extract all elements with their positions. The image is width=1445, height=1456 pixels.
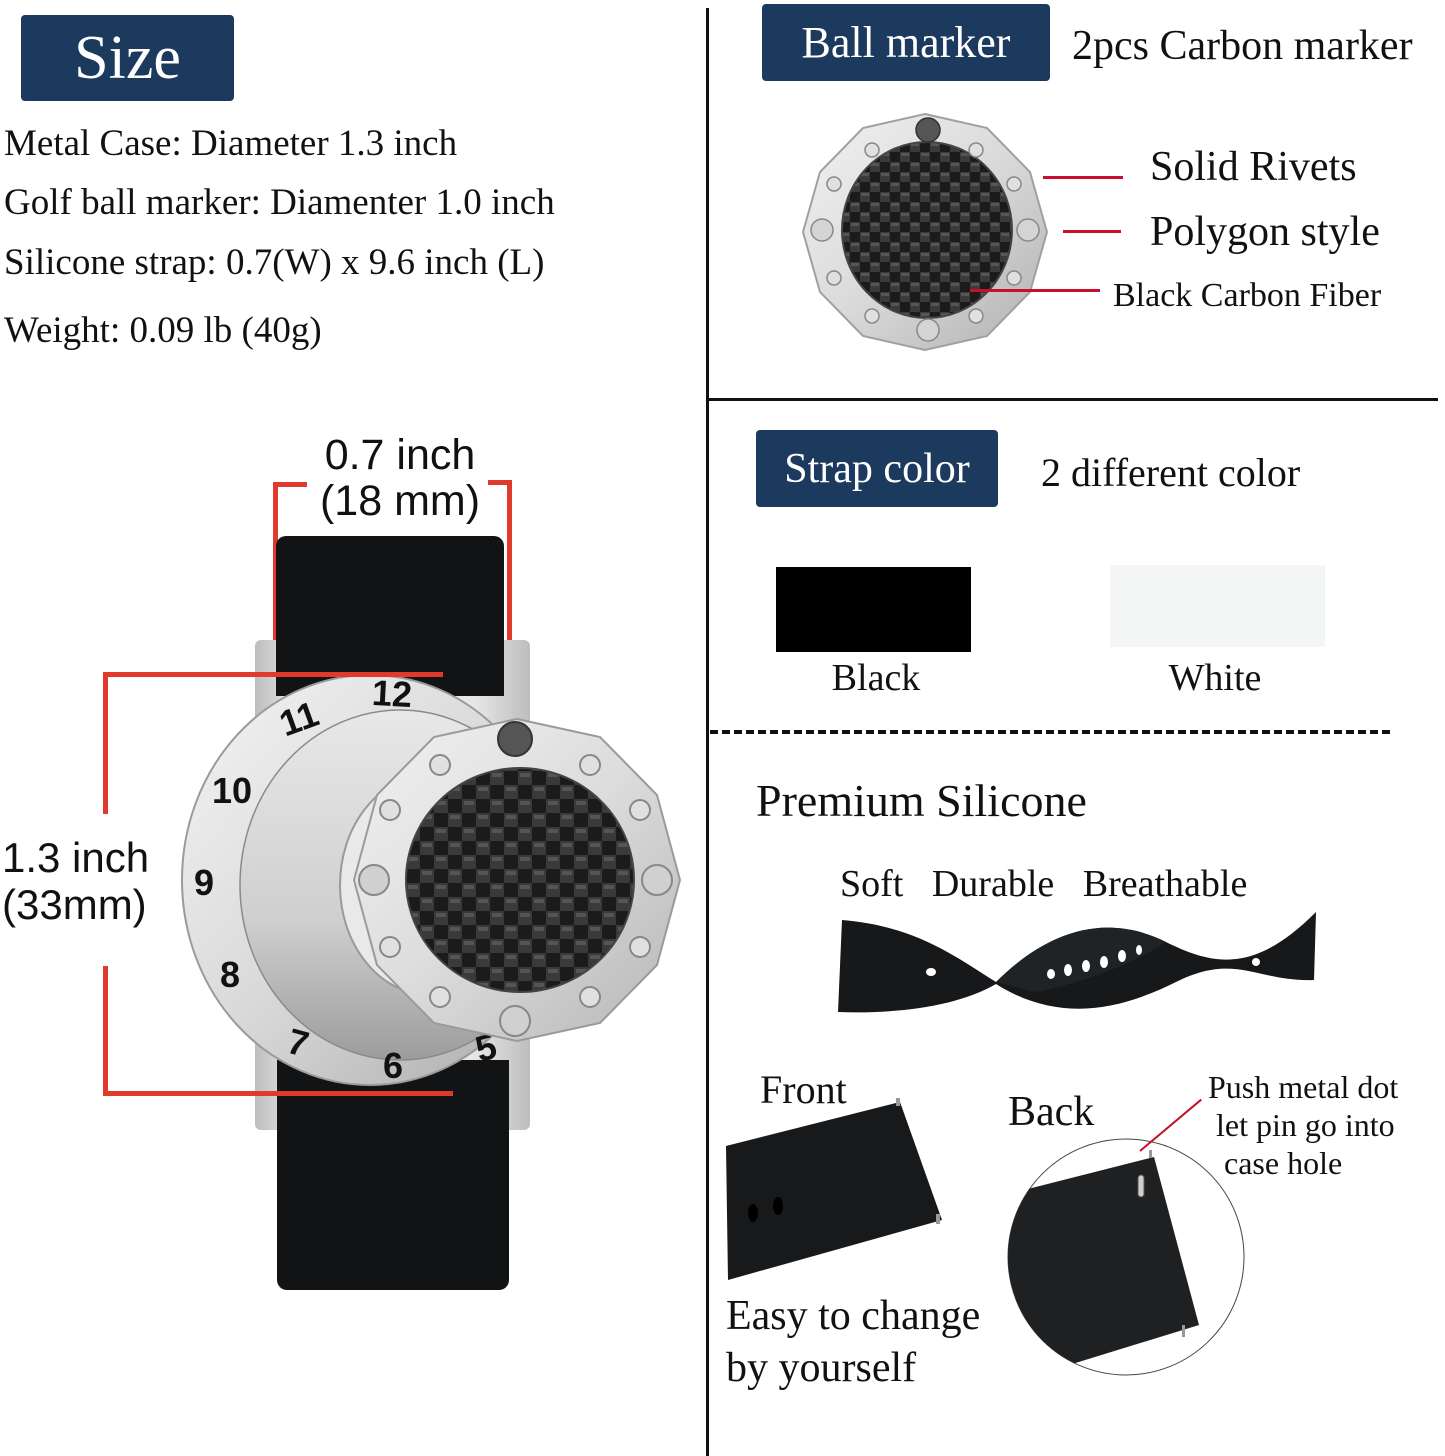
pin-note-line2: let pin go into [1216,1107,1395,1143]
callout-line-polygon [1063,230,1121,233]
callout-solid-rivets: Solid Rivets [1150,144,1357,190]
watch-ball-marker [352,717,682,1043]
height-bracket-bottom [103,1091,453,1096]
watch-illustration: 12 11 10 9 8 7 6 5 [180,530,690,1290]
size-tag: Size [21,15,234,101]
dial-number-9: 9 [194,862,215,903]
carbon-ball-marker [801,112,1049,352]
spec-weight: Weight: 0.09 lb (40g) [4,310,322,351]
dial-number-6: 6 [383,1045,404,1086]
height-dimension-mm: (33mm) [2,881,147,928]
horizontal-divider [706,398,1438,401]
dashed-divider [710,730,1390,734]
strap-bottom [277,1060,509,1290]
dial-number-8: 8 [220,954,241,995]
pin-note-line1: Push metal dot [1208,1069,1399,1105]
feature-soft: Soft [840,863,904,905]
height-dimension-inch: 1.3 inch [2,834,150,881]
swatch-black[interactable] [776,567,971,652]
width-bracket-left-tick [273,482,307,487]
swatch-black-label: Black [831,657,921,699]
easy-change-line1: Easy to change [726,1293,981,1339]
dial-number-10: 10 [212,770,253,811]
ball-marker-tag-label: Ball marker [801,18,1011,67]
strap-color-tag-label: Strap color [784,445,970,492]
swatch-white[interactable] [1110,565,1325,647]
easy-change-text: Easy to change by yourself [726,1290,980,1394]
swatch-white-label: White [1168,657,1262,699]
width-dimension-inch: 0.7 inch [324,431,476,479]
callout-line-carbon [970,289,1100,292]
height-bracket-vertical-top [103,672,108,814]
callout-line-rivets [1043,176,1123,179]
strap-back-zoom-image [1007,1138,1245,1376]
spec-ball-marker: Golf ball marker: Diamenter 1.0 inch [4,182,555,223]
feature-durable: Durable [931,863,1055,905]
ball-marker-subtitle: 2pcs Carbon marker [1072,23,1413,69]
width-bracket-right-tick [488,480,512,485]
strap-color-tag: Strap color [756,430,998,507]
back-label: Back [1008,1089,1095,1135]
width-dimension-mm: (18 mm) [319,477,481,525]
pin-note-line3: case hole [1224,1145,1343,1181]
callout-black-carbon-fiber: Black Carbon Fiber [1113,277,1382,314]
strap-top [276,536,504,696]
dial-number-12: 12 [370,671,414,716]
twisted-strap-image [838,912,1316,1013]
feature-breathable: Breathable [1082,863,1248,905]
width-bracket-right [507,480,512,672]
spec-metal-case: Metal Case: Diameter 1.3 inch [4,123,458,164]
silicone-features: Soft Durable Breathable [840,862,1247,906]
height-bracket-vertical-bottom [103,966,108,1096]
callout-polygon-style: Polygon style [1150,209,1380,255]
strap-front-image [726,1098,942,1280]
width-dimension-label: 0.7 inch (18 mm) [300,432,500,524]
size-tag-label: Size [74,23,181,92]
vertical-divider [706,8,709,1456]
height-dimension-label: 1.3 inch (33mm) [2,834,149,928]
easy-change-line2: by yourself [726,1345,917,1391]
spec-strap: Silicone strap: 0.7(W) x 9.6 inch (L) [4,242,545,283]
ball-marker-tag: Ball marker [762,4,1050,81]
width-bracket-left [273,482,278,672]
strap-color-subtitle: 2 different color [1041,450,1301,495]
front-label: Front [760,1067,847,1112]
silicone-title: Premium Silicone [756,775,1087,826]
height-bracket-top [103,672,443,677]
pin-note: Push metal dot let pin go into case hole [1208,1068,1398,1182]
